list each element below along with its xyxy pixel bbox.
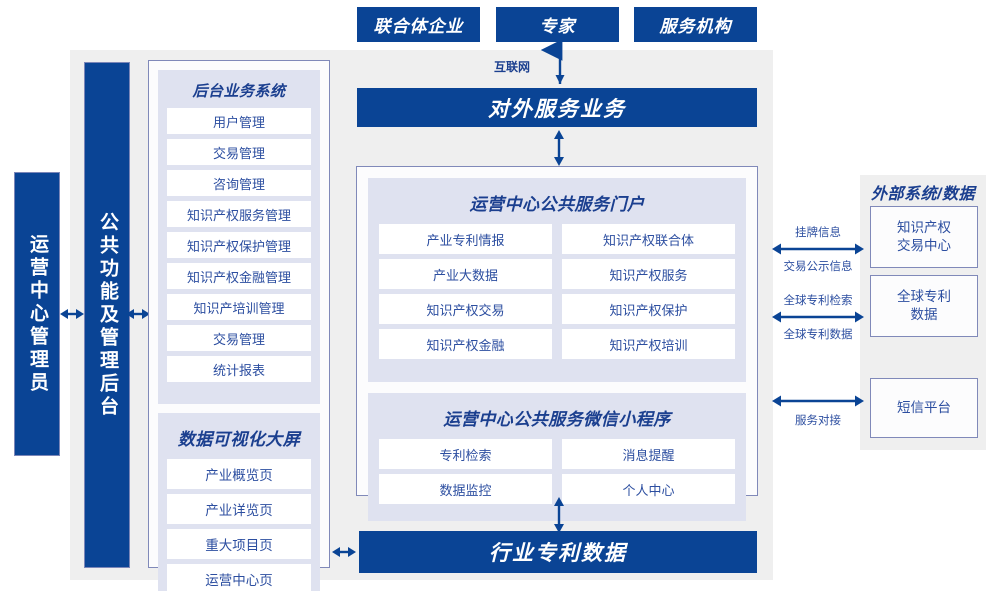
external-box-line2: 数据 bbox=[910, 307, 938, 322]
external-connector-1-label-above: 挂牌信息 bbox=[795, 227, 841, 239]
actor-box-service-agency[interactable]: 服务机构 bbox=[634, 7, 757, 42]
portal-item[interactable]: 知识产权联合体 bbox=[562, 224, 735, 254]
backoffice-item[interactable]: 知识产权服务管理 bbox=[167, 201, 311, 227]
external-box-line1: 知识产权 bbox=[897, 219, 951, 235]
backoffice-item[interactable]: 交易管理 bbox=[167, 139, 311, 165]
external-systems-title: 外部系统/数据 bbox=[871, 186, 975, 203]
backoffice-item[interactable]: 统计报表 bbox=[167, 356, 311, 382]
backoffice-system-group: 后台业务系统 用户管理 交易管理 咨询管理 知识产权服务管理 知识产权保护管理 … bbox=[158, 70, 320, 404]
service-to-portal-arrow bbox=[549, 130, 569, 166]
backoffice-item[interactable]: 交易管理 bbox=[167, 325, 311, 351]
actor-box-expert[interactable]: 专家 bbox=[496, 7, 619, 42]
backoffice-item[interactable]: 知识产培训管理 bbox=[167, 294, 311, 320]
portal-item[interactable]: 知识产权培训 bbox=[562, 329, 735, 359]
external-service-banner-label: 对外服务业务 bbox=[488, 97, 626, 121]
miniprogram-item[interactable]: 数据监控 bbox=[379, 474, 552, 504]
portal-item[interactable]: 知识产权交易 bbox=[379, 294, 552, 324]
actor-box-consortium-enterprise[interactable]: 联合体企业 bbox=[357, 7, 480, 42]
external-connector-2-label-above: 全球专利检索 bbox=[783, 295, 853, 307]
admin-backend-arrow bbox=[60, 305, 84, 323]
external-box-line1: 短信平台 bbox=[897, 399, 951, 415]
module-bar-common-function-admin-backend[interactable]: 公共功能及管理后台 bbox=[84, 62, 130, 568]
backoffice-item[interactable]: 知识产权保护管理 bbox=[167, 232, 311, 258]
external-connector-2-arrow bbox=[772, 308, 864, 326]
external-connector-3-arrow bbox=[772, 392, 864, 410]
external-connector-1-arrow bbox=[772, 240, 864, 258]
leftpanel-to-industrydata-arrow bbox=[332, 543, 356, 561]
module-bar-label: 公共功能及管理后台 bbox=[96, 211, 118, 419]
portal-item[interactable]: 知识产权金融 bbox=[379, 329, 552, 359]
external-box-global-patent-data[interactable]: 全球专利 数据 bbox=[870, 275, 978, 337]
visualization-item[interactable]: 产业详览页 bbox=[167, 494, 311, 524]
portal-item[interactable]: 知识产权保护 bbox=[562, 294, 735, 324]
portal-item[interactable]: 产业专利情报 bbox=[379, 224, 552, 254]
external-box-sms-platform[interactable]: 短信平台 bbox=[870, 378, 978, 438]
portal-items-grid: 产业专利情报 知识产权联合体 产业大数据 知识产权服务 知识产权交易 知识产权保… bbox=[379, 224, 735, 359]
miniprogram-item[interactable]: 专利检索 bbox=[379, 439, 552, 469]
actor-label: 联合体企业 bbox=[373, 17, 464, 36]
industry-patent-data-banner[interactable]: 行业专利数据 bbox=[359, 531, 757, 573]
backoffice-item[interactable]: 用户管理 bbox=[167, 108, 311, 134]
data-visualization-group: 数据可视化大屏 产业概览页 产业详览页 重大项目页 运营中心页 bbox=[158, 413, 320, 594]
miniprogram-item[interactable]: 个人中心 bbox=[562, 474, 735, 504]
actor-label: 服务机构 bbox=[659, 17, 732, 36]
public-services-panel: 运营中心公共服务门户 产业专利情报 知识产权联合体 产业大数据 知识产权服务 知… bbox=[356, 166, 758, 521]
external-box-line2: 交易中心 bbox=[897, 238, 951, 253]
portal-item[interactable]: 产业大数据 bbox=[379, 259, 552, 289]
portal-to-industrydata-arrow bbox=[549, 497, 569, 533]
backend-leftpanel-arrow bbox=[126, 305, 150, 323]
internet-connector-arrow bbox=[540, 39, 570, 88]
role-bar-operation-center-admin[interactable]: 运营中心管理员 bbox=[14, 172, 60, 456]
wechat-miniprogram-title: 运营中心公共服务微信小程序 bbox=[443, 410, 671, 429]
portal-item[interactable]: 知识产权服务 bbox=[562, 259, 735, 289]
backoffice-item[interactable]: 知识产权金融管理 bbox=[167, 263, 311, 289]
backend-modules-panel: 后台业务系统 用户管理 交易管理 咨询管理 知识产权服务管理 知识产权保护管理 … bbox=[148, 60, 330, 594]
industry-patent-data-label: 行业专利数据 bbox=[489, 542, 627, 565]
visualization-item[interactable]: 运营中心页 bbox=[167, 564, 311, 594]
wechat-miniprogram-group: 运营中心公共服务微信小程序 专利检索 消息提醒 数据监控 个人中心 bbox=[368, 393, 746, 521]
miniprogram-item[interactable]: 消息提醒 bbox=[562, 439, 735, 469]
miniprogram-items-grid: 专利检索 消息提醒 数据监控 个人中心 bbox=[379, 439, 735, 504]
public-service-portal-title: 运营中心公共服务门户 bbox=[469, 195, 645, 214]
backoffice-system-title: 后台业务系统 bbox=[192, 83, 286, 100]
role-bar-label: 运营中心管理员 bbox=[26, 233, 48, 395]
visualization-item[interactable]: 产业概览页 bbox=[167, 459, 311, 489]
internet-label: 互联网 bbox=[494, 60, 531, 74]
external-connector-3-label-below: 服务对接 bbox=[795, 415, 841, 427]
data-visualization-title: 数据可视化大屏 bbox=[177, 430, 301, 449]
actor-label: 专家 bbox=[539, 17, 576, 36]
backoffice-item[interactable]: 咨询管理 bbox=[167, 170, 311, 196]
external-connector-1-label-below: 交易公示信息 bbox=[783, 261, 853, 273]
external-connector-2-label-below: 全球专利数据 bbox=[783, 329, 853, 341]
visualization-item[interactable]: 重大项目页 bbox=[167, 529, 311, 559]
public-service-portal-group: 运营中心公共服务门户 产业专利情报 知识产权联合体 产业大数据 知识产权服务 知… bbox=[368, 178, 746, 382]
external-service-banner[interactable]: 对外服务业务 bbox=[357, 88, 757, 127]
external-box-ip-trading-center[interactable]: 知识产权 交易中心 bbox=[870, 206, 978, 268]
external-box-line1: 全球专利 bbox=[897, 288, 951, 304]
